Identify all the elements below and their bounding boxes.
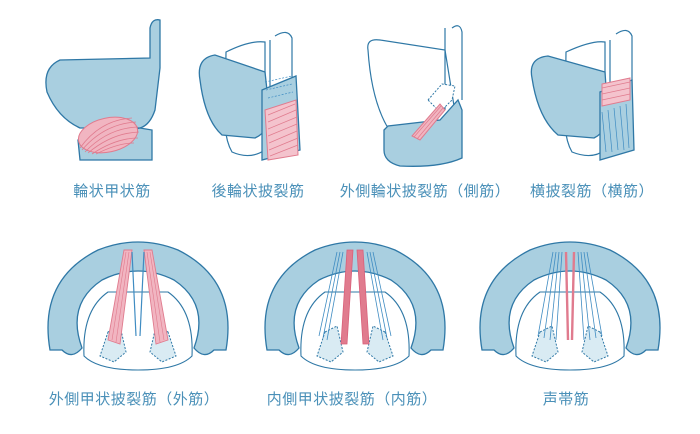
cricothyroid-muscle	[77, 116, 140, 155]
arytenoid-fibers	[264, 75, 294, 99]
transverse-arytenoid-muscle	[601, 77, 631, 107]
caption-lateral-cricoarytenoid: 外側輪状披裂筋（側筋）	[339, 182, 511, 200]
caption-cricothyroid: 輪状甲状筋	[73, 182, 151, 200]
lateral-thyroarytenoid-muscle	[107, 249, 169, 345]
vocalis-muscle	[537, 251, 603, 341]
panel-transverse-arytenoid-illustration	[530, 29, 635, 161]
panel-vocalis-illustration	[479, 241, 661, 371]
caption-vocalis: 声帯筋	[542, 390, 590, 408]
lateral-cricoarytenoid-muscle	[411, 103, 446, 141]
panel-medial-thyroarytenoid-illustration	[264, 241, 446, 371]
posterior-fibers	[601, 103, 630, 153]
caption-posterior-cricoarytenoid: 後輪状披裂筋	[211, 182, 305, 200]
thyroid-cartilage	[45, 19, 161, 129]
panel-posterior-cricoarytenoid-illustration	[198, 31, 301, 161]
caption-lateral-thyroarytenoid: 外側甲状披裂筋（外筋）	[48, 390, 220, 408]
posterior-cricoarytenoid-muscle	[264, 99, 299, 161]
medial-thyroarytenoid-muscle	[318, 249, 392, 345]
panel-lateral-thyroarytenoid-illustration	[47, 241, 229, 371]
panel-cricothyroid-illustration	[45, 19, 161, 161]
arytenoid-cartilage	[427, 83, 456, 113]
caption-transverse-arytenoid: 横披裂筋（横筋）	[529, 182, 655, 200]
panel-lateral-cricoarytenoid-illustration	[367, 25, 463, 167]
caption-medial-thyroarytenoid: 内側甲状披裂筋（内筋）	[266, 390, 438, 408]
